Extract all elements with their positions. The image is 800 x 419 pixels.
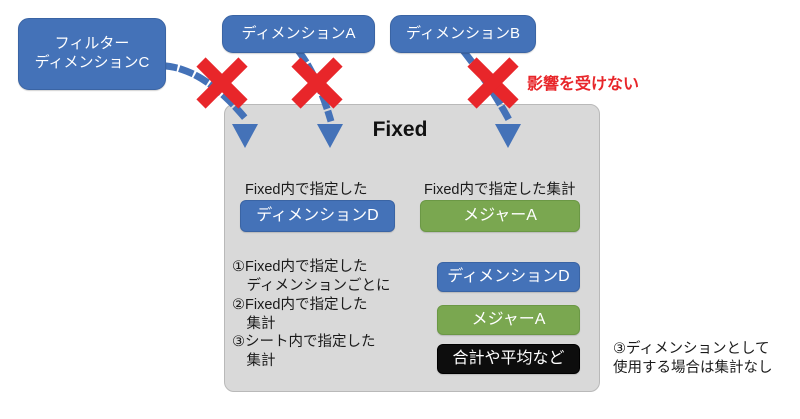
caption-fixed-dimension: Fixed内で指定した [245,182,368,198]
red-x-dimension-b [467,57,519,109]
side-note-dimension-usage: ③ディメンションとして 使用する場合は集計なし [613,341,773,377]
fixed-steps-list: ①Fixed内で指定した ディメンションごとに ②Fixed内で指定した 集計 … [232,259,391,370]
node-dimension-a[interactable]: ディメンションA [222,15,375,53]
pill-aggregation-bottom[interactable]: 合計や平均など [437,344,580,374]
fixed-panel-title: Fixed [372,118,428,141]
node-filter-dimension-c[interactable]: フィルター ディメンションC [18,18,166,90]
pill-measure-a-bottom[interactable]: メジャーA [437,305,580,335]
caption-fixed-measure: Fixed内で指定した集計 [424,182,576,198]
pill-dimension-d-top[interactable]: ディメンションD [240,200,395,232]
red-x-filter [196,57,248,109]
no-effect-label: 影響を受けない [527,76,640,93]
node-dimension-b[interactable]: ディメンションB [390,15,536,53]
pill-measure-a-top[interactable]: メジャーA [420,200,580,232]
red-x-dimension-a [291,57,343,109]
pill-dimension-d-bottom[interactable]: ディメンションD [437,262,580,292]
